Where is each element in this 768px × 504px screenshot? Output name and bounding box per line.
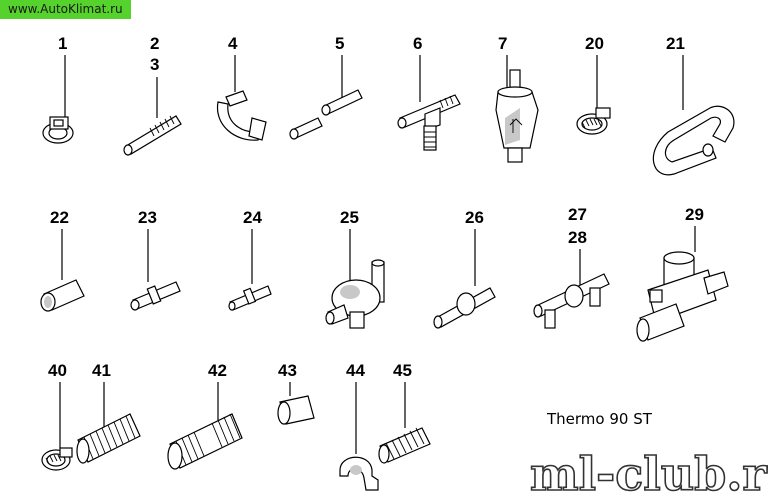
label-43: 43 [278,361,297,380]
part-23-pipe-connector [130,281,181,311]
label-6: 6 [413,34,422,53]
part-21-bent-hose [652,105,735,176]
label-28: 28 [568,228,587,247]
part-42-corrugated-hose [167,413,243,470]
part-45-corrugated-hose [378,427,431,464]
part-26-connector [433,287,496,329]
label-45: 45 [393,361,412,380]
label-3: 3 [150,55,159,74]
label-42: 42 [208,361,227,380]
label-23: 23 [138,208,157,227]
label-1: 1 [58,34,67,53]
label-26: 26 [465,208,484,227]
part-2-3-tube [123,115,182,156]
label-7: 7 [498,34,507,53]
label-24: 24 [243,208,262,227]
label-21: 21 [666,34,685,53]
label-22: 22 [50,208,69,227]
part-7-inline-filter [495,69,539,163]
part-41-corrugated-hose [76,413,141,464]
part-24-pipe-connector [228,285,272,311]
part-4-strap-clamp [216,90,267,141]
part-20-hose-clamp [576,107,611,135]
label-2: 2 [150,34,159,53]
label-40: 40 [48,361,67,380]
label-44: 44 [346,361,365,380]
part-27-28-t-connector [533,273,610,329]
part-29-water-valve [636,251,729,342]
diagram-caption: Thermo 90 ST [547,410,652,428]
label-29: 29 [685,205,704,224]
label-27: 27 [568,205,587,224]
part-6-t-connector [397,94,461,151]
part-5-hose [289,89,363,140]
label-4: 4 [228,34,238,53]
label-25: 25 [340,208,359,227]
part-44-p-clip [339,456,379,491]
part-25-check-valve [325,259,385,329]
part-40-hose-clamp [41,447,73,471]
part-43-sleeve [277,395,315,425]
label-41: 41 [92,361,111,380]
label-5: 5 [335,34,344,53]
watermark-top: www.AutoKlimat.ru [0,0,131,19]
part-1-hose-clamp [42,116,74,144]
watermark-bottom: ml-club.ru [530,447,768,501]
part-22-sleeve [40,279,85,312]
label-20: 20 [585,34,604,53]
